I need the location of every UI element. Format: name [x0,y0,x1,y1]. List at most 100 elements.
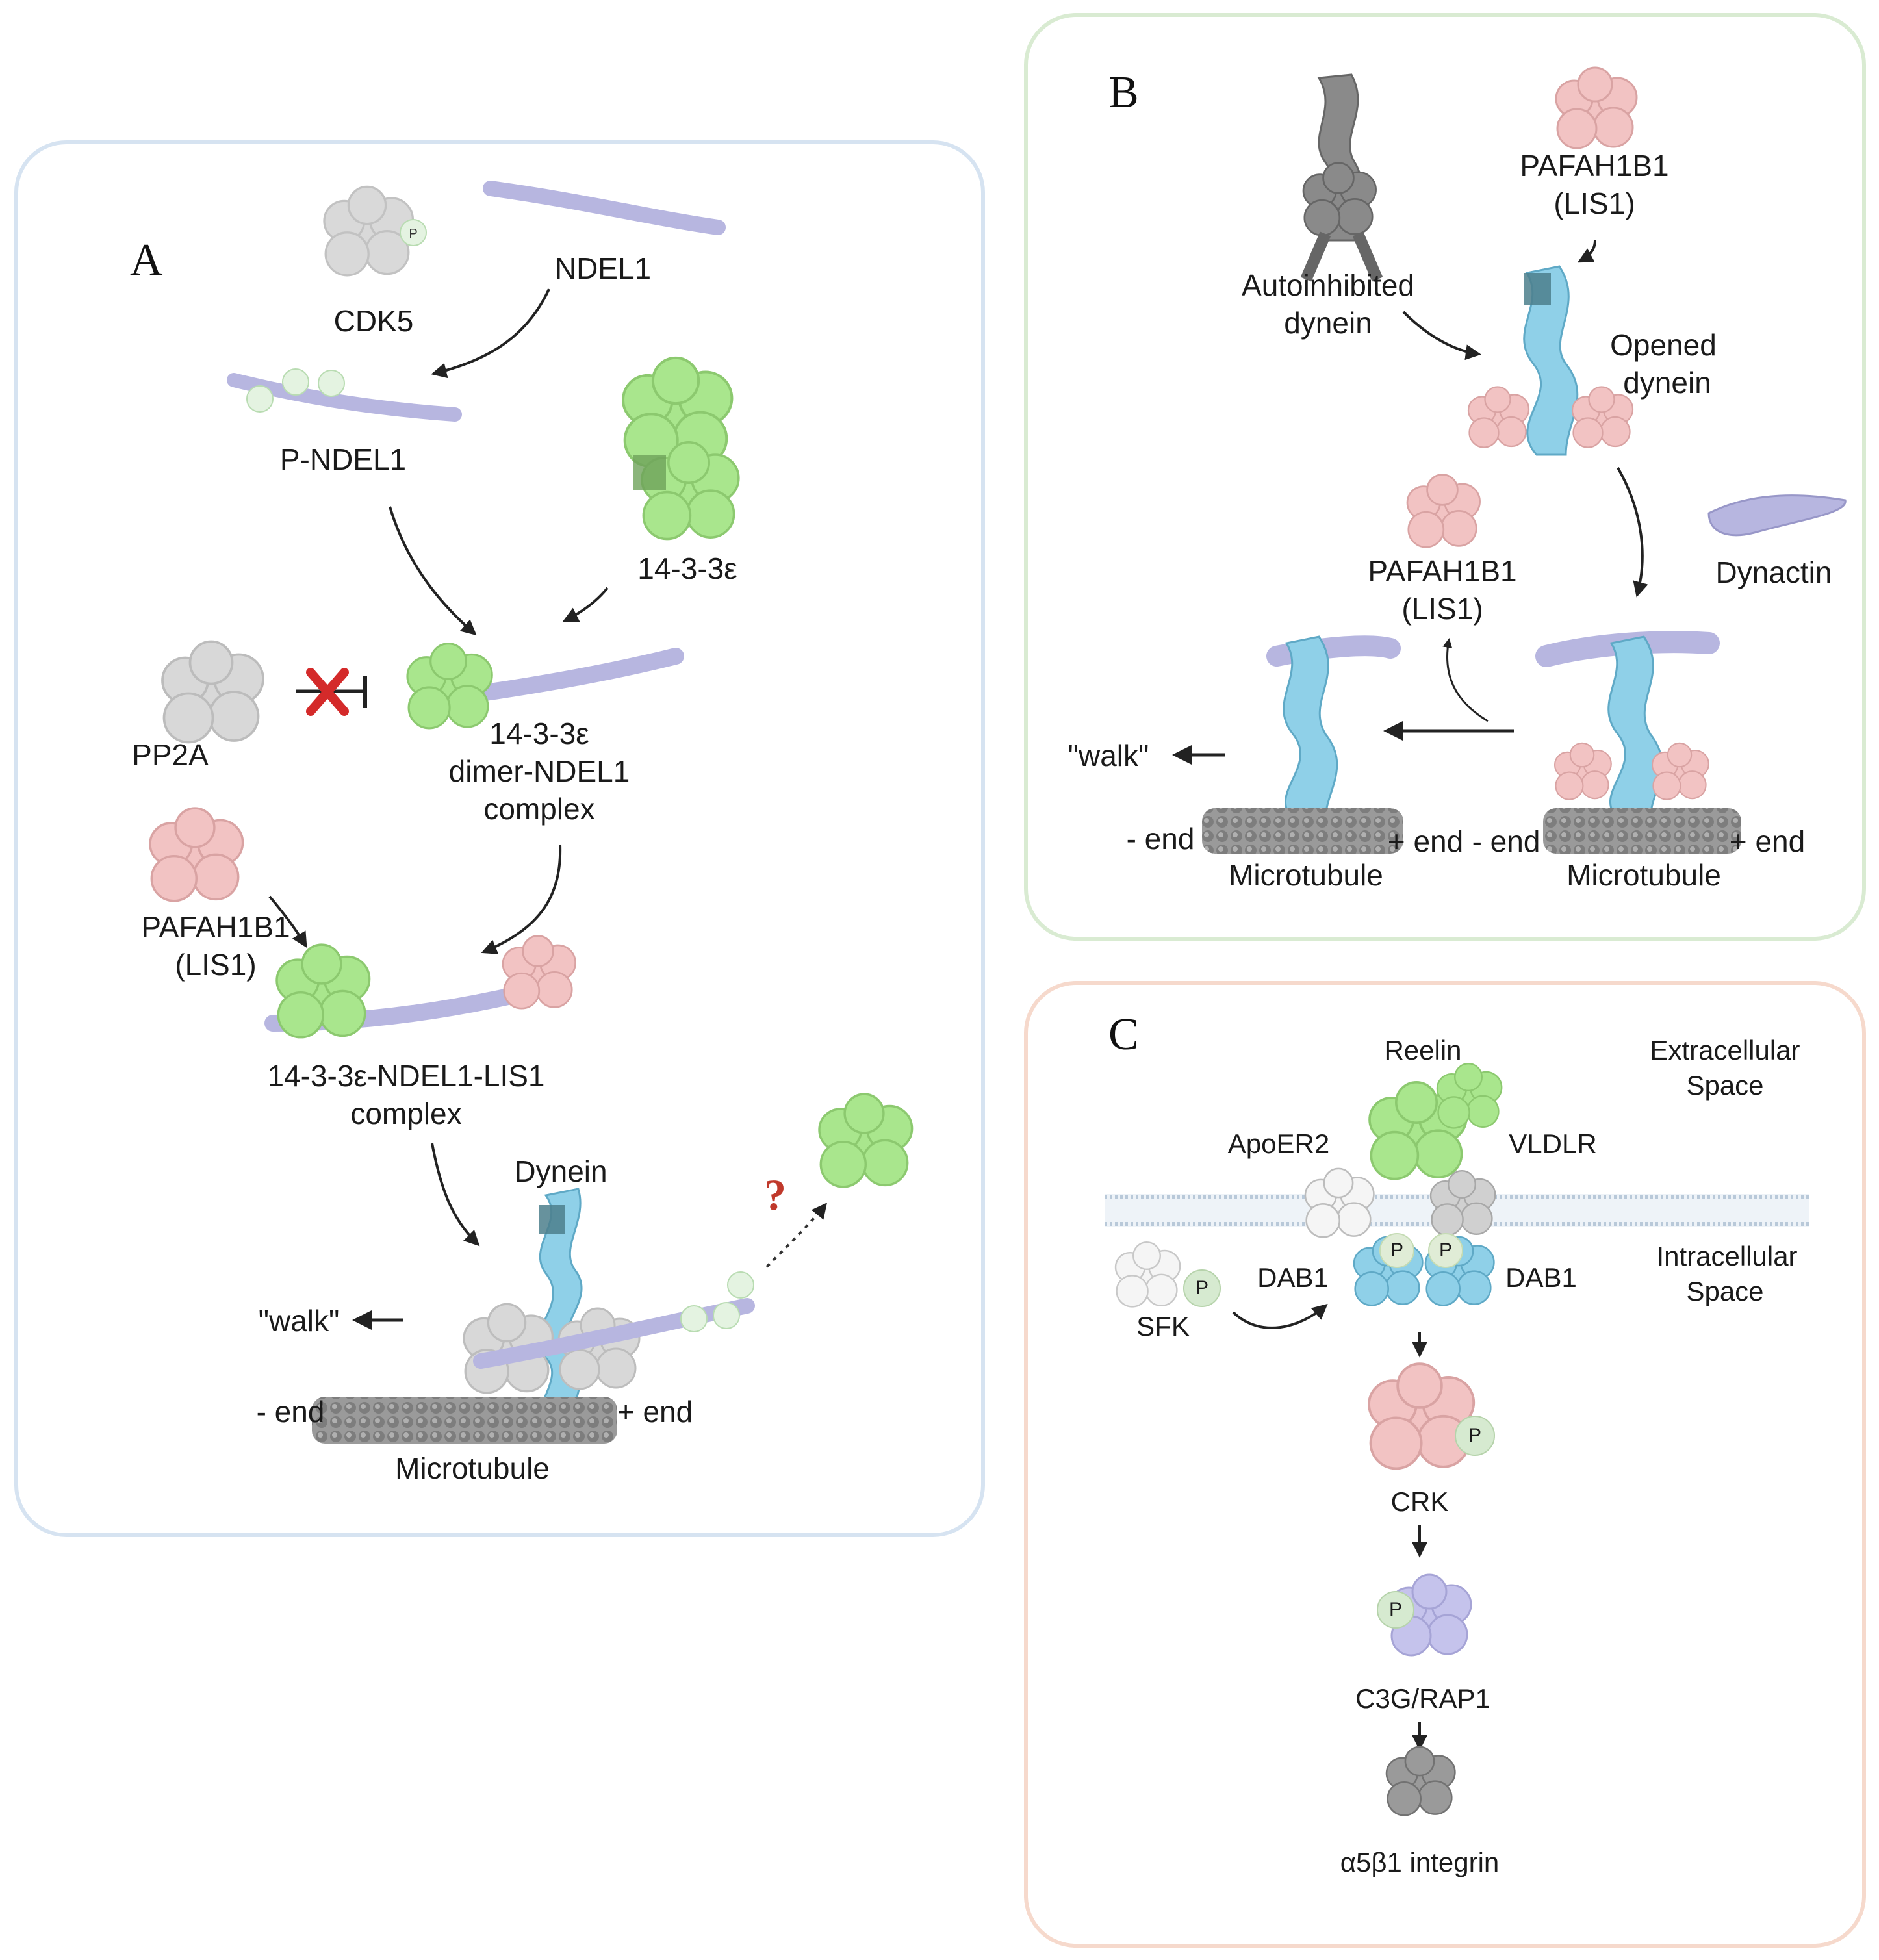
label-minus-end-b1: - end [1126,822,1195,856]
arrow-lis1-release [1442,638,1489,722]
label-complex1-line1: 14-3-3ε [489,717,589,750]
complex1-ywhae [406,643,493,730]
panel-b-letter: B [1108,68,1139,118]
label-plus-end-a: + end [617,1395,693,1429]
phospho-badges-dab1 [1379,1233,1463,1268]
label-minus-end-a: - end [256,1395,325,1429]
label-complex2-line1: 14-3-3ε-NDEL1-LIS1 [267,1059,545,1093]
arrow-autoinhibited-to-opened [1402,311,1481,361]
apoer2-receptor [1304,1167,1375,1238]
complex2-lis1 [502,935,576,1010]
p-badge-crk: P [1468,1425,1482,1446]
released-ywhae [818,1093,914,1188]
label-crk: CRK [1390,1486,1449,1517]
p-badge-dab1-right: P [1438,1240,1453,1261]
label-dynactin: Dynactin [1715,555,1832,589]
ndel1-rod [483,181,726,235]
label-autoinhibited-line2: dynein [1284,306,1372,340]
arrow-lis1-to-complex2 [268,895,307,948]
phospho-badge-crk [1455,1416,1495,1456]
lis1-protein-b-mid [1406,474,1481,548]
arrow-complex1-to-complex2 [481,844,562,954]
label-dynein-a: Dynein [514,1154,607,1188]
label-vldlr: VLDLR [1509,1128,1597,1159]
label-intracellular-line2: Space [1686,1276,1764,1306]
svg-text:P: P [409,227,417,241]
label-pp2a: PP2A [132,738,209,772]
label-intracellular-line1: Intracellular [1656,1241,1798,1271]
label-reelin: Reelin [1384,1035,1462,1065]
autoinhibited-dynein [1300,73,1383,282]
label-c3g-rap1: C3G/RAP1 [1355,1683,1490,1714]
label-integrin: α5β1 integrin [1340,1847,1500,1877]
panel-c-letter: C [1108,1010,1139,1060]
phospho-badge-sfk [1183,1269,1221,1307]
arrow-opened-to-bound [1617,467,1648,598]
label-complex1-line3: complex [483,792,595,826]
dynein-ndel1-rod [473,1298,755,1369]
sfk-protein [1114,1241,1181,1308]
label-ndel1: NDEL1 [554,251,652,285]
pp2a-protein [161,640,264,744]
phospho-badges-pndel1 [246,368,345,413]
arrow-sfk-to-dab1 [1232,1303,1328,1329]
label-walk-b: "walk" [1067,739,1149,772]
label-opened-line2: dynein [1623,366,1711,400]
label-lis1-b-mid-line1: PAFAH1B1 [1368,554,1517,588]
complex2-ywhae [275,943,371,1039]
label-plus-end-b1: + end [1387,824,1464,858]
question-mark: ? [764,1170,786,1219]
label-dab1-left: DAB1 [1257,1262,1329,1293]
arrow-complex2-to-dynein [431,1143,480,1247]
phospho-badge-c3g [1377,1591,1414,1629]
label-plus-end-b2: + end [1729,824,1806,858]
lis1-protein-b-top [1555,66,1638,149]
panel-a-letter: A [130,235,163,285]
phospho-badges-dynein [680,1271,754,1332]
dynactin-protein [1707,494,1847,537]
dotted-arrow-release [765,1203,827,1268]
arrow-pndel1-to-complex [389,506,477,636]
phospho-badge: P [400,219,427,246]
microtubule-a [312,1397,617,1444]
label-p-ndel1: P-NDEL1 [279,442,407,476]
lis1-protein [149,807,244,902]
p-badge-c3g: P [1388,1599,1403,1620]
label-complex2-line2: complex [350,1097,462,1130]
label-lis1-b-mid-line2: (LIS1) [1401,592,1483,626]
vldlr-receptor [1429,1169,1496,1236]
label-walk-a: "walk" [258,1304,340,1338]
label-extracellular-line2: Space [1686,1070,1764,1101]
crk-protein [1368,1362,1476,1470]
label-lis1-a-line2: (LIS1) [175,948,257,982]
label-lis1-b-top-line2: (LIS1) [1553,186,1635,220]
label-extracellular-line1: Extracellular [1650,1035,1800,1065]
label-apoer2: ApoER2 [1227,1128,1330,1159]
label-complex1-line2: dimer-NDEL1 [448,754,630,788]
arrow-ywhae-to-complex [562,587,609,622]
p-badge-dab1-left: P [1390,1240,1404,1261]
ywhae-dimer [623,358,740,541]
cdk5-protein [323,185,415,277]
complex1-ndel1-rod [459,648,684,704]
microtubule-b-right [1543,808,1741,854]
arrow-ndel1-to-pndel1 [431,288,550,379]
opened-dynein [1523,265,1579,456]
label-microtubule-b1: Microtubule [1229,858,1383,892]
label-lis1-a-line1: PAFAH1B1 [141,910,290,944]
label-dab1-right: DAB1 [1505,1262,1577,1293]
label-cdk5: CDK5 [333,304,414,338]
walking-dynein-b [1283,635,1338,820]
reelin-protein [1368,1062,1503,1180]
label-lis1-b-top-line1: PAFAH1B1 [1520,149,1669,183]
label-autoinhibited-line1: Autoinhibited [1242,268,1414,302]
microtubule-b-left [1202,808,1403,854]
blocked-x [306,668,349,716]
label-minus-end-b2: - end [1472,824,1540,858]
label-ywhae: 14-3-3ε [637,552,737,585]
arrow-lis1-to-opened [1577,240,1596,263]
integrin-protein [1385,1746,1456,1816]
label-sfk: SFK [1136,1311,1190,1342]
label-opened-line1: Opened [1610,328,1717,362]
